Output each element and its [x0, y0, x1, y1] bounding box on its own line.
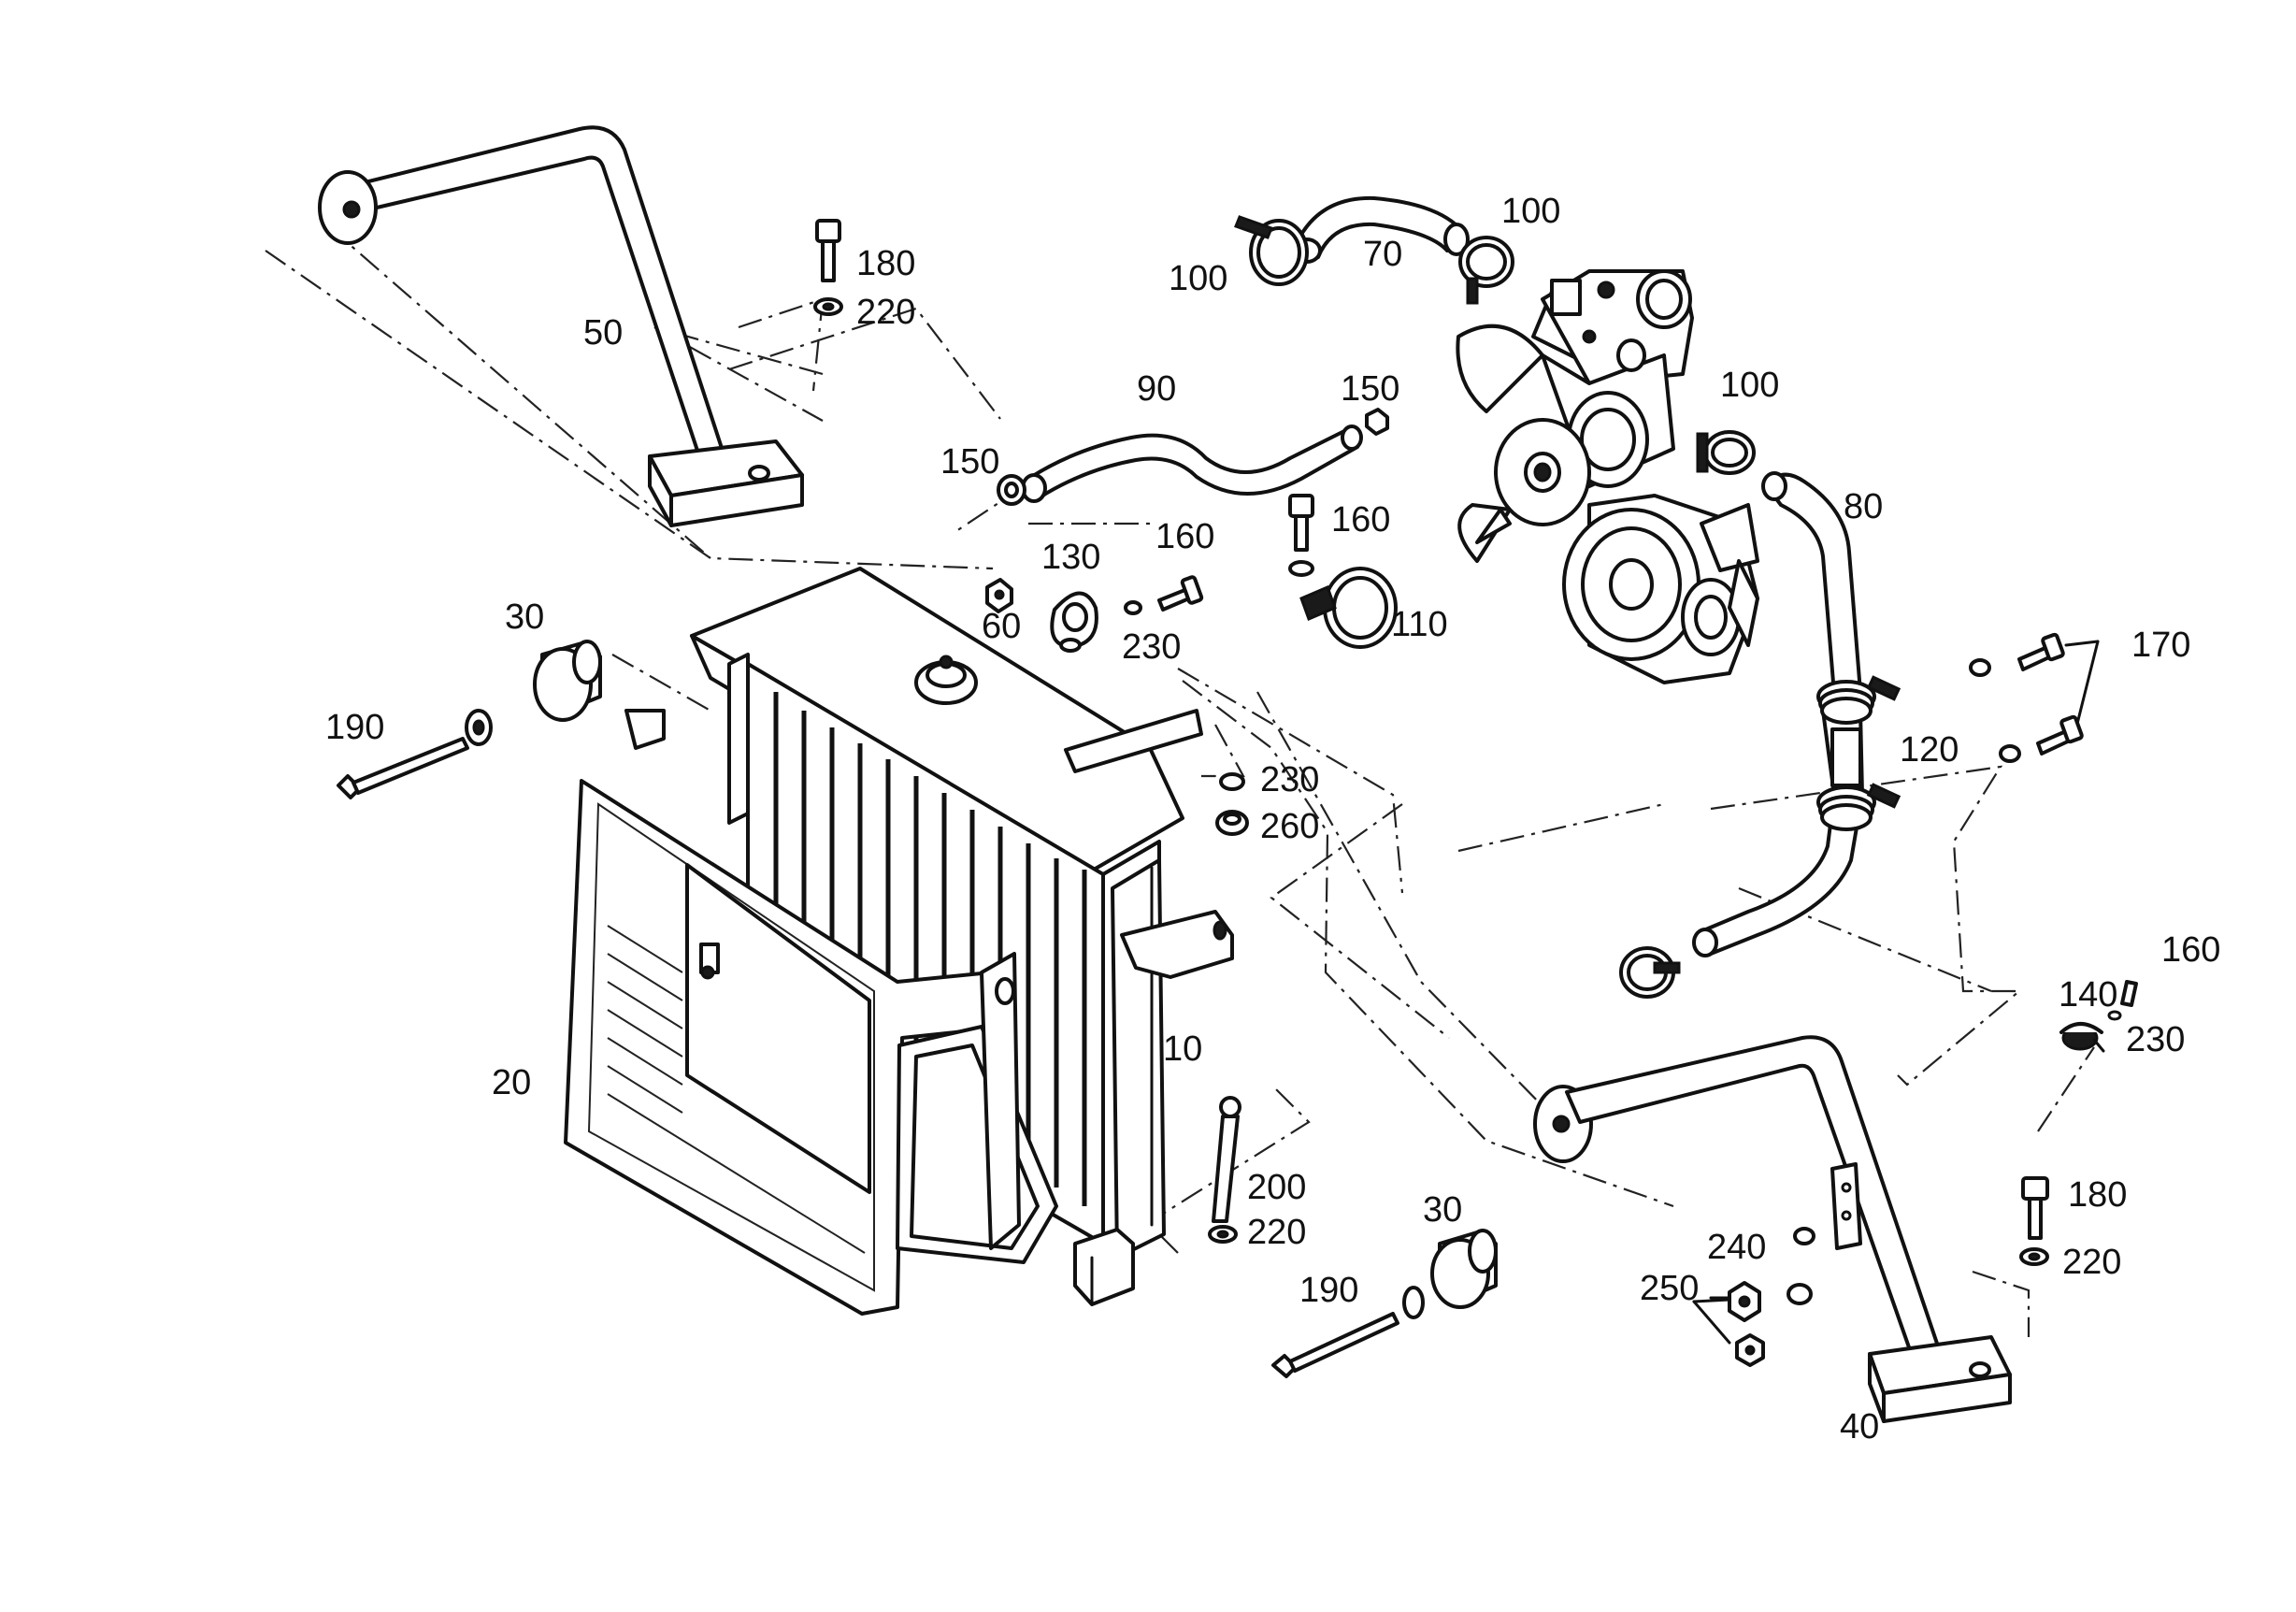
nut-150-left: [997, 474, 1026, 506]
label-10: 10: [1163, 1029, 1202, 1069]
label-100-left: 100: [1169, 259, 1227, 298]
support-bracket-40: [1533, 1035, 2012, 1423]
label-110: 110: [1391, 605, 1448, 644]
washer-230-right: [2107, 1010, 2122, 1021]
label-30-left: 30: [505, 597, 544, 637]
label-80: 80: [1844, 487, 1883, 526]
label-60: 60: [982, 607, 1021, 646]
label-90: 90: [1137, 369, 1176, 409]
washer-230-mid: [1219, 772, 1245, 791]
label-50: 50: [583, 313, 623, 353]
label-120: 120: [1900, 730, 1959, 770]
bolt-160-left: [1124, 575, 1204, 615]
label-220-right: 220: [2062, 1243, 2121, 1282]
nut-60: [985, 578, 1013, 613]
nut-250: [1709, 1281, 1765, 1367]
label-20: 20: [492, 1063, 531, 1102]
label-180-right: 180: [2068, 1175, 2127, 1215]
bolt-170-lower: [1999, 714, 2084, 763]
label-230-b: 230: [1260, 760, 1319, 799]
label-240: 240: [1707, 1228, 1766, 1267]
clamp-130: [1050, 591, 1098, 653]
clip-140: [2059, 1022, 2103, 1051]
label-100-right: 100: [1720, 366, 1779, 405]
label-160-b: 160: [1331, 500, 1390, 540]
bolt-190-left: [337, 709, 493, 799]
screw-160-right: [2120, 980, 2138, 1007]
label-70: 70: [1363, 235, 1402, 274]
rubber-mount-30-left: [533, 640, 602, 722]
label-190-bottom: 190: [1299, 1271, 1358, 1310]
label-170: 170: [2131, 626, 2190, 665]
support-bracket-50: [318, 125, 804, 527]
label-260: 260: [1260, 807, 1319, 846]
bolt-170-upper: [1969, 632, 2065, 677]
label-160-c: 160: [2161, 930, 2220, 970]
engine-water-pump: [1456, 269, 1759, 684]
bolt-190-bottom: [1271, 1286, 1425, 1378]
clamp-100-lower: [1619, 946, 1681, 999]
clamp-100-left: [1234, 215, 1309, 286]
label-100-top: 100: [1501, 192, 1560, 231]
label-190-left: 190: [325, 708, 384, 747]
bolt-200: [1208, 1096, 1241, 1244]
label-250: 250: [1640, 1269, 1699, 1308]
label-220-top: 220: [856, 293, 915, 332]
callout-labels: 10 20 30 30 40 50 60 70 80 90 100 100 10…: [325, 192, 2220, 1446]
label-220-mid: 220: [1247, 1213, 1306, 1252]
label-150-right: 150: [1341, 369, 1399, 409]
label-200: 200: [1247, 1168, 1306, 1207]
label-180-top: 180: [856, 244, 915, 283]
label-160-a: 160: [1155, 517, 1214, 556]
tee-fitting-120: [1816, 675, 1901, 831]
clamp-110: [1299, 567, 1398, 649]
hose-80: [1692, 471, 1864, 957]
fan-shroud-20: [564, 709, 1058, 1316]
label-140: 140: [2059, 975, 2117, 1015]
label-pointer-lines: [1692, 640, 2105, 1345]
assembly-leader-lines: [265, 206, 2095, 1337]
label-230-c: 230: [2126, 1020, 2185, 1059]
nut-150-right: [1365, 408, 1389, 436]
rubber-mount-30-right: [1430, 1229, 1498, 1309]
label-230-a: 230: [1122, 627, 1181, 667]
label-30-right: 30: [1423, 1190, 1462, 1230]
clamp-100-top: [1458, 236, 1514, 305]
label-130: 130: [1041, 538, 1100, 577]
bolt-160-mid: [1288, 494, 1314, 577]
label-150-left: 150: [940, 442, 999, 482]
label-40: 40: [1840, 1407, 1879, 1446]
bolt-180-right: [2019, 1176, 2049, 1266]
washer-240: [1787, 1227, 1815, 1305]
clamp-100-right: [1696, 430, 1756, 475]
hose-90: [1021, 425, 1363, 503]
bolt-180-upper: [813, 219, 843, 316]
nut-260: [1215, 810, 1249, 836]
